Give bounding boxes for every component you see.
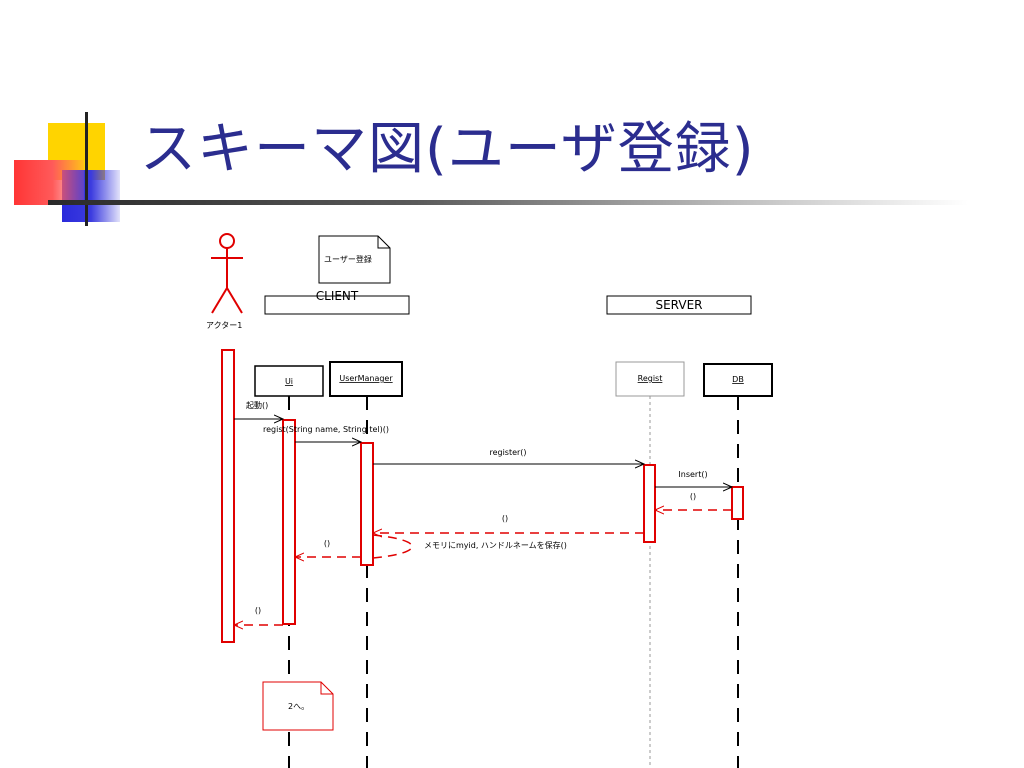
message-self-note-arrow	[372, 534, 413, 559]
note-shape	[318, 235, 391, 284]
actor-icon	[211, 233, 243, 314]
lifeline-db-label: DB	[732, 375, 744, 384]
message-return-um-label: ()	[324, 539, 330, 548]
note-bottom-fold	[320, 682, 333, 695]
message-register-label: register()	[489, 448, 526, 457]
note-fold	[377, 236, 390, 249]
message-insert-label: Insert()	[678, 470, 707, 479]
lifeline-regist-box	[615, 361, 685, 397]
lifeline-ui-box	[254, 365, 324, 397]
red-square-decoration	[14, 160, 84, 205]
server-group-label: SERVER	[655, 298, 702, 312]
message-return-regist-label: ()	[502, 514, 508, 523]
actor-label: アクター1	[206, 321, 242, 330]
message-regist-label: regist(String name, String tel)()	[263, 425, 389, 434]
activation-db	[731, 486, 744, 520]
lifeline-usermanager-label: UserManager	[339, 374, 393, 383]
note-bottom-shape	[262, 681, 334, 731]
activation-usermanager	[360, 442, 374, 566]
client-group-label: CLIENT	[316, 289, 359, 303]
server-group-box	[606, 295, 752, 315]
client-group-box	[264, 295, 410, 315]
note-top-label: ユーザー登録	[324, 254, 372, 264]
lifeline-regist-label: Regist	[638, 374, 663, 383]
message-self-note-label: メモリにmyid, ハンドルネームを保存()	[424, 540, 567, 550]
lifeline-ui-label: Ui	[285, 377, 293, 386]
lifeline-db-box	[703, 363, 773, 397]
message-start-label: 起動()	[246, 401, 268, 410]
page-title: スキーマ図(ユーザ登録)	[140, 117, 755, 182]
activation-ui	[282, 419, 296, 625]
vertical-line-decoration	[85, 112, 88, 226]
title-underline	[48, 200, 968, 205]
activation-actor	[221, 349, 235, 643]
message-return-db-label: ()	[690, 492, 696, 501]
note-bottom-label: 2へ。	[288, 702, 309, 711]
activation-regist	[643, 464, 656, 543]
message-return-ui-label: ()	[255, 606, 261, 615]
lifeline-usermanager-box	[329, 361, 403, 397]
